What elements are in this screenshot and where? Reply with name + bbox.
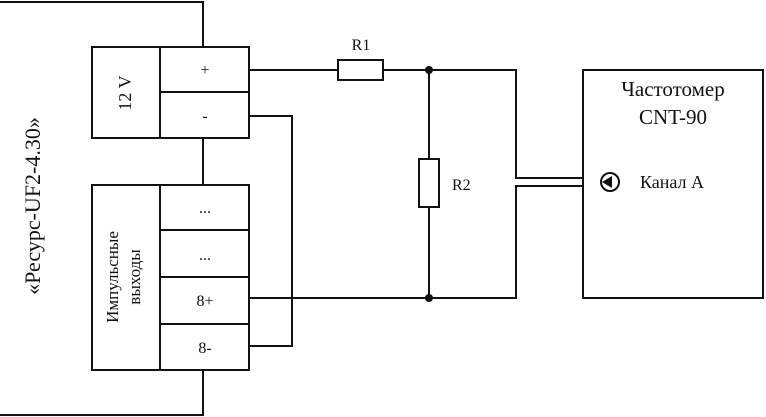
input-arrow-icon xyxy=(602,176,612,188)
meter-channel-label: Канал А xyxy=(640,172,704,192)
output-terminal-2: ... xyxy=(199,247,211,264)
device-name: «Ресурс-UF2-4.30» xyxy=(20,117,45,295)
power-label: 12 V xyxy=(115,75,135,110)
output-terminal-1: ... xyxy=(199,200,211,217)
resistor-r1-label: R1 xyxy=(352,37,371,54)
power-minus-terminal: - xyxy=(202,108,207,125)
resistor-r1 xyxy=(337,59,384,81)
resistor-r2-label: R2 xyxy=(452,177,471,194)
resistor-r2 xyxy=(418,158,440,208)
wire-minus-to-8minus xyxy=(249,115,293,347)
output-terminal-8plus: 8+ xyxy=(196,293,213,310)
outputs-label-line1: Импульсные xyxy=(103,231,122,323)
wire-r1-to-meter xyxy=(383,69,602,179)
outputs-label-line2: выходы xyxy=(125,249,144,305)
meter-title-line1: Частотомер xyxy=(621,77,725,101)
wire-8plus-to-meter xyxy=(249,185,602,299)
meter-title-line2: CNT-90 xyxy=(639,105,707,129)
output-terminal-8minus: 8- xyxy=(198,340,211,357)
power-plus-terminal: + xyxy=(200,62,209,79)
